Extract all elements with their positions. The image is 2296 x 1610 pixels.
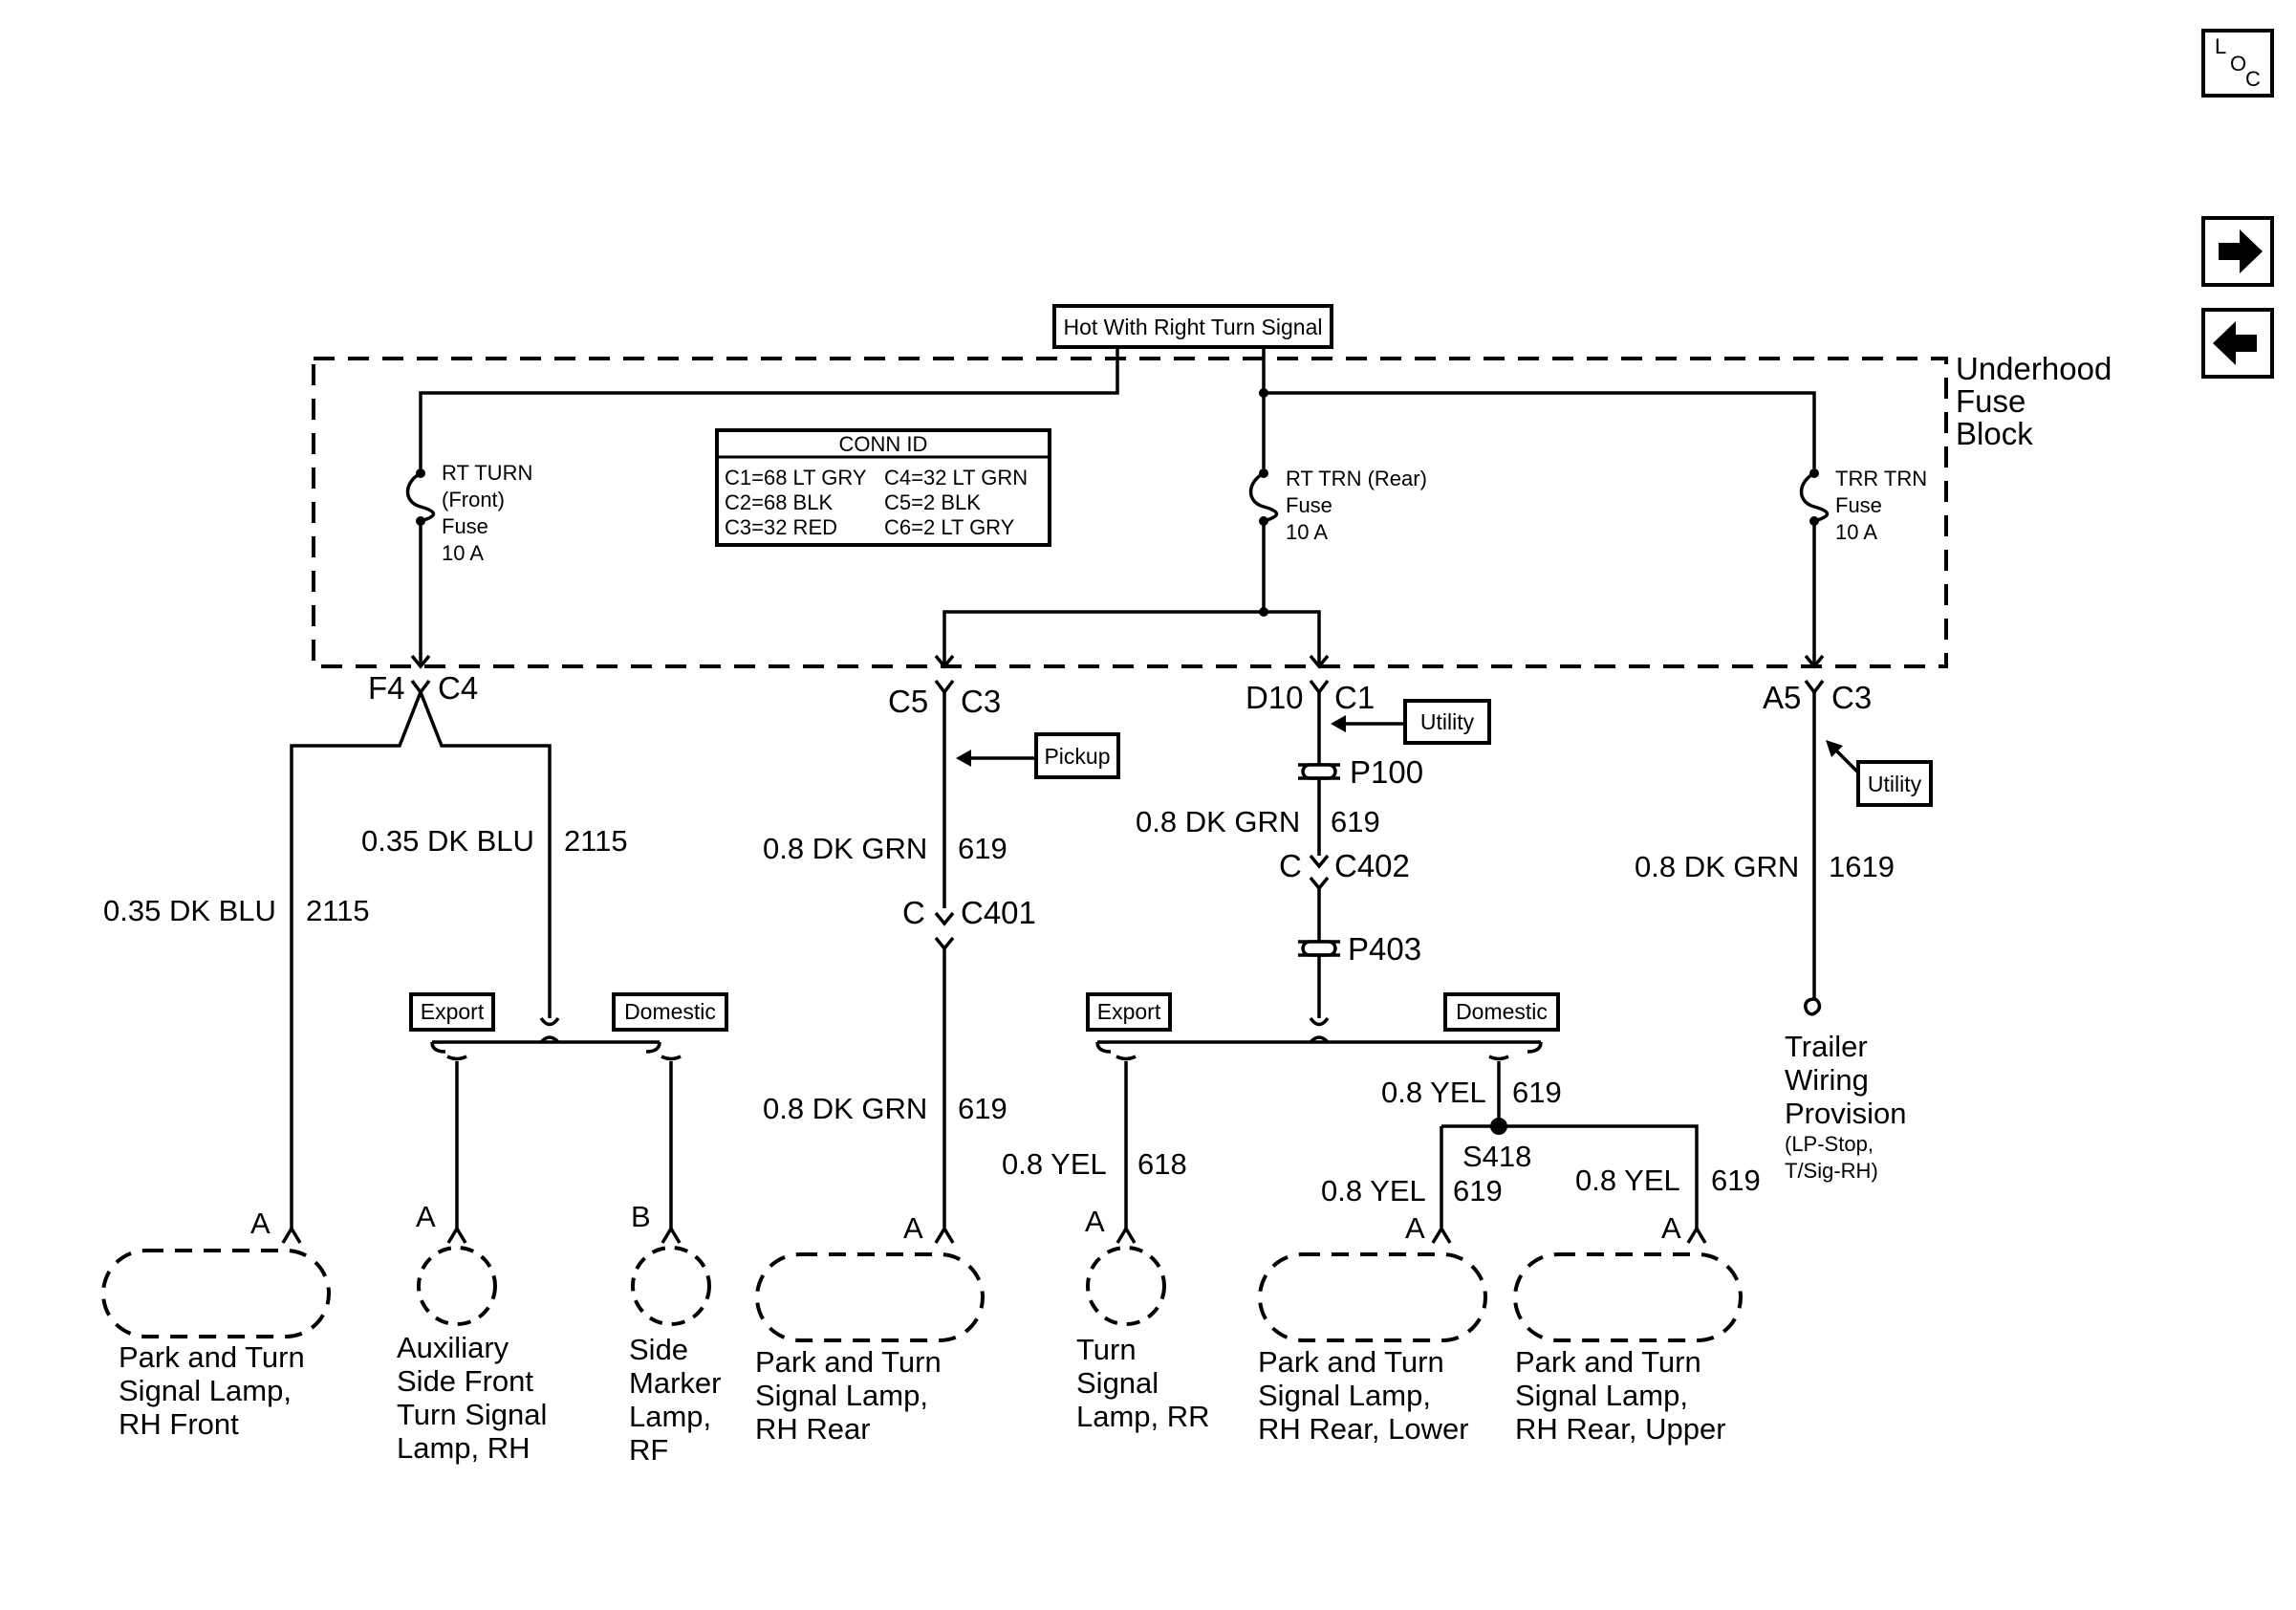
wire-circuit: 2115 (564, 824, 628, 858)
connector-p403: P403 (1348, 931, 1421, 967)
svg-text:Utility: Utility (1420, 709, 1475, 734)
svg-text:C4=32 LT GRN: C4=32 LT GRN (884, 466, 1028, 490)
load-park-turn-rh-front: Park and Turn Signal Lamp, RH Front (119, 1340, 313, 1441)
tag-export: Export (409, 992, 495, 1032)
wire-color: 0.8 YEL (1321, 1174, 1426, 1208)
circuit-619-utility (1095, 692, 1707, 1244)
fuse-label: RT TURN (Front) Fuse 10 A (442, 461, 538, 565)
feed-wires (419, 347, 1816, 468)
load-park-turn-rh-rear-lower: Park and Turn Signal Lamp, RH Rear, Lowe… (1258, 1345, 1469, 1446)
svg-text:Domestic: Domestic (1456, 999, 1548, 1024)
svg-text:Utility: Utility (1868, 772, 1922, 796)
arrow-right-icon (2219, 229, 2263, 273)
arrow-left-icon (2213, 321, 2257, 365)
connector-c3: C3 (1831, 680, 1872, 715)
connector-c4: C4 (438, 670, 478, 706)
tag-utility: Utility (1856, 760, 1933, 807)
tag-pickup: Pickup (1034, 732, 1120, 779)
svg-text:O: O (2230, 52, 2246, 76)
svg-text:C2=68 BLK: C2=68 BLK (725, 490, 833, 514)
svg-text:Pickup: Pickup (1044, 744, 1110, 769)
pin-label: A (903, 1211, 923, 1245)
connector-a5: A5 (1763, 680, 1801, 715)
wire-circuit: 2115 (306, 894, 370, 927)
pin-label: A (416, 1200, 436, 1233)
conn-id-table: CONN ID C1=68 LT GRY C2=68 BLK C3=32 RED… (715, 428, 1051, 547)
pin-label: A (1085, 1205, 1105, 1238)
connector-f4: F4 (368, 670, 405, 706)
pin-label: A (1405, 1211, 1425, 1245)
svg-text:C1=68 LT GRY: C1=68 LT GRY (725, 466, 867, 490)
loc-button[interactable]: L O C (2201, 29, 2274, 98)
splice-s418: S418 (1462, 1140, 1531, 1173)
connector-c: C (1279, 848, 1302, 883)
connector-c5: C5 (888, 684, 928, 719)
rear-branch-wires (942, 610, 1321, 666)
wire-circuit: 619 (1453, 1174, 1503, 1208)
connector-arrows (410, 654, 1825, 695)
tag-domestic: Domestic (1443, 992, 1560, 1032)
header-box: Hot With Right Turn Signal (1052, 304, 1333, 349)
tag-domestic: Domestic (612, 992, 728, 1032)
wire-color: 0.35 DK BLU (103, 894, 276, 927)
fuse-block-outline (312, 357, 1948, 668)
connector-c3: C3 (961, 684, 1001, 719)
wire-color: 0.8 DK GRN (1635, 850, 1799, 883)
connector-c402: C402 (1334, 848, 1410, 883)
prev-page-button[interactable] (2201, 308, 2274, 379)
wire-color: 0.35 DK BLU (361, 824, 534, 858)
svg-text:Domestic: Domestic (624, 999, 716, 1024)
fuse-label: RT TRN (Rear) Fuse 10 A (1286, 467, 1433, 544)
location-icon: L (2215, 34, 2226, 58)
circuit-2115 (281, 691, 682, 1244)
svg-text:C3=32 RED: C3=32 RED (725, 515, 837, 539)
load-park-turn-rh-rear: Park and Turn Signal Lamp, RH Rear (755, 1345, 949, 1446)
pin-label: A (1661, 1211, 1681, 1245)
connector-p100: P100 (1350, 754, 1423, 790)
connector-c1: C1 (1334, 680, 1375, 715)
pin-label: B (631, 1200, 651, 1233)
trailer-label: Trailer Wiring Provision (1785, 1030, 1907, 1130)
conn-id-title: CONN ID (839, 432, 928, 456)
trailer-sublabel: (LP-Stop, T/Sig-RH) (1785, 1132, 1879, 1183)
wire-color: 0.8 YEL (1381, 1076, 1486, 1109)
svg-text:C5=2 BLK: C5=2 BLK (884, 490, 981, 514)
lamp-symbols (101, 1246, 1743, 1342)
wire-color: 0.8 DK GRN (763, 832, 927, 865)
wire-circuit: 618 (1137, 1147, 1187, 1181)
wire-circuit: 619 (1512, 1076, 1562, 1109)
connector-c: C (902, 895, 925, 930)
connector-c401: C401 (961, 895, 1036, 930)
load-park-turn-rh-rear-upper: Park and Turn Signal Lamp, RH Rear, Uppe… (1515, 1345, 1726, 1446)
wire-circuit: 619 (958, 832, 1007, 865)
fuse-label: TRR TRN Fuse 10 A (1835, 467, 1933, 544)
fuse-block-label: Underhood Fuse Block (1956, 351, 2120, 451)
header-title: Hot With Right Turn Signal (1063, 315, 1322, 339)
load-aux-side-front-turn: Auxiliary Side Front Turn Signal Lamp, R… (397, 1331, 555, 1465)
load-turn-signal-rr: Turn Signal Lamp, RR (1076, 1333, 1210, 1433)
load-side-marker-rf: Side Marker Lamp, RF (629, 1333, 729, 1467)
wire-circuit: 619 (1711, 1164, 1761, 1197)
tag-utility: Utility (1403, 699, 1491, 745)
wire-color: 0.8 DK GRN (763, 1092, 927, 1125)
fuse-rt-trn-rear: RT TRN (Rear) Fuse 10 A (1248, 467, 1433, 617)
fuse-rt-turn-front: RT TURN (Front) Fuse 10 A (405, 461, 538, 666)
svg-text:C6=2 LT GRY: C6=2 LT GRY (884, 515, 1015, 539)
wire-circuit: 619 (1331, 805, 1380, 838)
svg-text:Export: Export (1097, 999, 1161, 1024)
wire-color: 0.8 DK GRN (1136, 805, 1300, 838)
wire-color: 0.8 YEL (1575, 1164, 1680, 1197)
svg-text:C: C (2245, 67, 2261, 91)
wire-circuit: 1619 (1829, 850, 1895, 883)
tag-export: Export (1086, 992, 1172, 1032)
fuse-trr-trn: TRR TRN Fuse 10 A (1799, 467, 1933, 666)
wire-color: 0.8 YEL (1002, 1147, 1107, 1181)
svg-text:Export: Export (421, 999, 485, 1024)
pin-label: A (250, 1207, 271, 1240)
connector-d10: D10 (1245, 680, 1304, 715)
wire-circuit: 619 (958, 1092, 1007, 1125)
circuit-619-pickup (934, 692, 1036, 1244)
next-page-button[interactable] (2201, 216, 2274, 287)
